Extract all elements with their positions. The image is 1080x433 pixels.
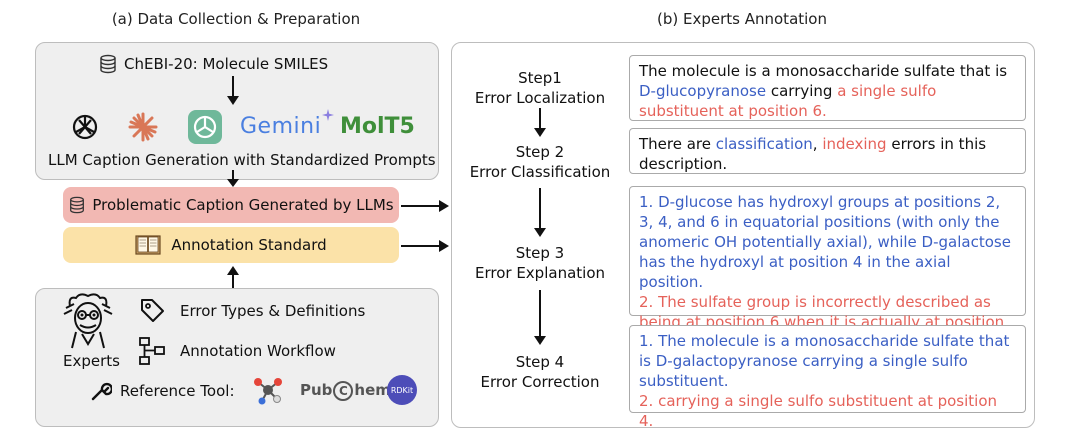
annotation-standard-bar: Annotation Standard	[63, 227, 399, 263]
classification-text-d: indexing	[822, 135, 887, 153]
experts-label: Experts	[63, 352, 120, 370]
book-icon	[135, 234, 161, 256]
down-arrow-icon	[533, 108, 547, 138]
tag-icon	[138, 296, 166, 324]
right-arrow-icon	[401, 198, 451, 212]
source-label: ChEBI-20: Molecule SMILES	[124, 55, 329, 73]
classification-text-a: There are	[639, 135, 716, 153]
classification-text-e: errors in this description.	[639, 135, 987, 173]
localization-text-a: The molecule is a monosaccharide sulfate…	[639, 62, 1008, 80]
up-arrow-icon	[226, 266, 240, 288]
correction-point-2: 2. carrying a single sulfo substituent a…	[639, 392, 998, 430]
correction-box: 1. The molecule is a monosaccharide sulf…	[629, 325, 1026, 430]
classification-box: There are classification, indexing error…	[629, 128, 1026, 174]
pubchem-c: C	[333, 381, 354, 401]
step-2: Step 2 Error Classification	[460, 142, 620, 182]
problematic-caption-bar: Problematic Caption Generated by LLMs	[63, 187, 399, 223]
sparkle-icon	[322, 106, 334, 121]
step-4-number: Step 4	[515, 353, 565, 371]
annotation-standard-label: Annotation Standard	[171, 236, 327, 254]
problematic-caption-label: Problematic Caption Generated by LLMs	[92, 196, 394, 214]
localization-box: The molecule is a monosaccharide sulfate…	[629, 55, 1026, 121]
right-arrow-icon	[401, 238, 451, 252]
error-types-label: Error Types & Definitions	[180, 302, 366, 320]
step-3: Step 3 Error Explanation	[460, 243, 620, 283]
down-arrow-icon	[226, 170, 240, 188]
step-4-name: Error Correction	[480, 373, 600, 391]
molecule-tool-icon	[252, 374, 284, 406]
expert-portrait-icon	[60, 292, 116, 350]
pubchem-pub: Pub	[300, 381, 333, 399]
gemini-logo: Gemini	[240, 114, 322, 139]
caption-generation-label: LLM Caption Generation with Standardized…	[48, 151, 436, 169]
down-arrow-icon	[533, 290, 547, 346]
step-1: Step1 Error Localization	[460, 68, 620, 108]
localization-text-c: carrying	[766, 82, 838, 100]
explanation-point-1: 1. D-glucose has hydroxyl groups at posi…	[639, 193, 1011, 291]
localization-text-d: a single sulfo substituent at position 6…	[639, 82, 937, 120]
data-collection-panel	[35, 42, 439, 180]
correction-point-1: 1. The molecule is a monosaccharide sulf…	[639, 332, 1010, 390]
experts-panel	[35, 288, 439, 427]
panel-a-title: (a) Data Collection & Preparation	[111, 10, 361, 28]
step-1-number: Step1	[518, 69, 562, 87]
panel-b-title: (b) Experts Annotation	[657, 10, 827, 28]
step-3-name: Error Explanation	[475, 264, 605, 282]
workflow-label: Annotation Workflow	[180, 342, 336, 360]
openai-logo-icon	[70, 112, 100, 142]
claude-logo-icon	[128, 112, 158, 142]
classification-text-c: ,	[812, 135, 823, 153]
pubchem-hem: hem	[354, 381, 391, 399]
classification-text-b: classification	[715, 135, 813, 153]
step-2-name: Error Classification	[469, 163, 611, 181]
step-1-name: Error Localization	[474, 89, 606, 107]
step-4: Step 4 Error Correction	[460, 352, 620, 392]
molt5-logo: MolT5	[340, 114, 415, 139]
workflow-icon	[138, 336, 166, 366]
localization-text-b: D-glucopyranose	[639, 82, 767, 100]
database-icon	[98, 54, 118, 74]
reference-tool-label: Reference Tool:	[120, 382, 235, 400]
rdkit-logo: RDKit	[387, 375, 417, 405]
step-2-number: Step 2	[515, 143, 565, 161]
down-arrow-icon	[226, 76, 240, 106]
database-icon	[68, 196, 86, 214]
down-arrow-icon	[533, 188, 547, 238]
explanation-box: 1. D-glucose has hydroxyl groups at posi…	[629, 186, 1026, 351]
chatgpt-logo-icon	[188, 110, 222, 144]
wrench-icon	[90, 380, 114, 402]
step-3-number: Step 3	[515, 244, 565, 262]
